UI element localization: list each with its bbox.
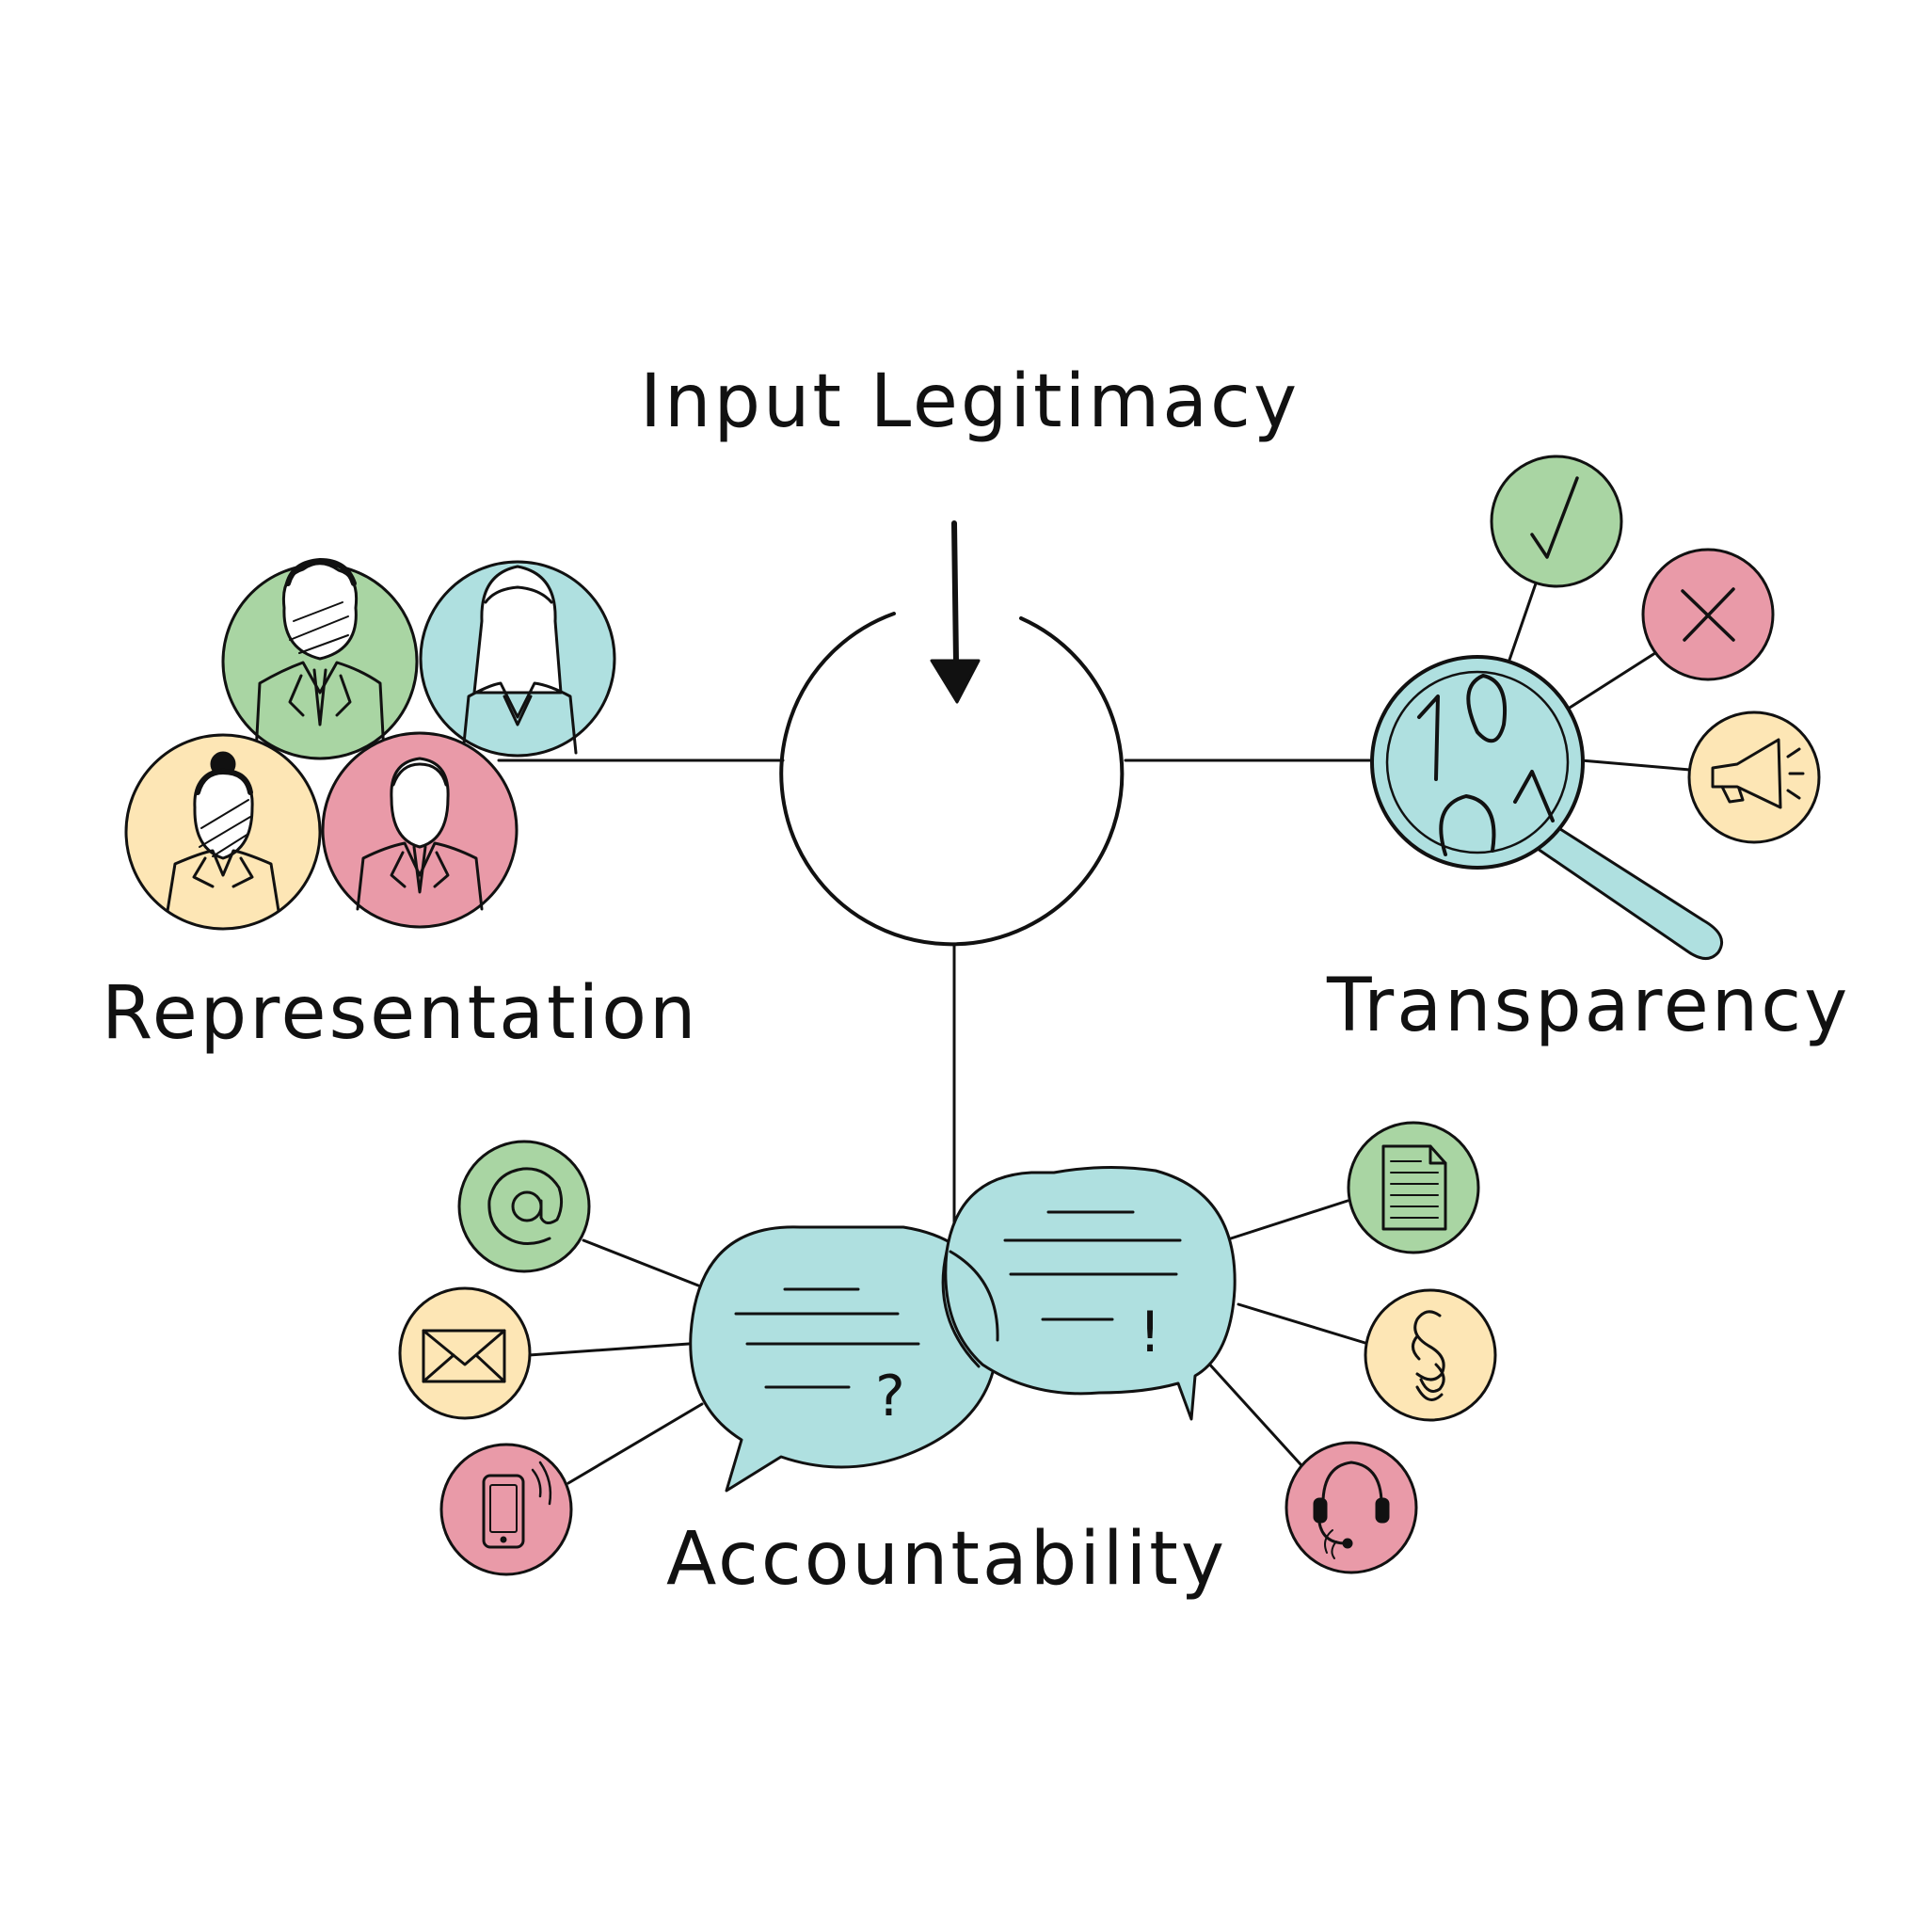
at-sign-icon: [457, 1140, 591, 1273]
checkmark-icon: [1490, 455, 1623, 588]
question-mark: ?: [875, 1364, 905, 1429]
input-arrow-shaft: [951, 520, 959, 665]
representation-label: Representation: [102, 971, 699, 1056]
person-man-curly-hair-icon: [221, 558, 419, 760]
person-man-tie-icon: [321, 731, 519, 929]
accountability-label: Accountability: [666, 1517, 1227, 1602]
megaphone-icon: [1687, 711, 1821, 844]
document-icon: [1347, 1121, 1480, 1254]
person-woman-bun-icon: [124, 733, 322, 931]
cross-icon: [1641, 548, 1775, 681]
exclamation-mark: !: [1139, 1300, 1161, 1365]
headset-icon: [1285, 1441, 1418, 1574]
section-sign-icon: [1364, 1288, 1497, 1422]
central-ring: [779, 612, 1125, 947]
person-woman-long-hair-icon: [419, 560, 616, 758]
page-title: Input Legitimacy: [640, 359, 1301, 444]
magnifying-glass-icon: [1370, 655, 1723, 960]
transparency-label: Transparency: [1327, 964, 1851, 1048]
speech-bubbles-icon: [689, 1165, 1237, 1493]
input-arrow-head: [930, 659, 981, 704]
mobile-phone-icon: [439, 1443, 573, 1576]
envelope-icon: [398, 1286, 532, 1420]
